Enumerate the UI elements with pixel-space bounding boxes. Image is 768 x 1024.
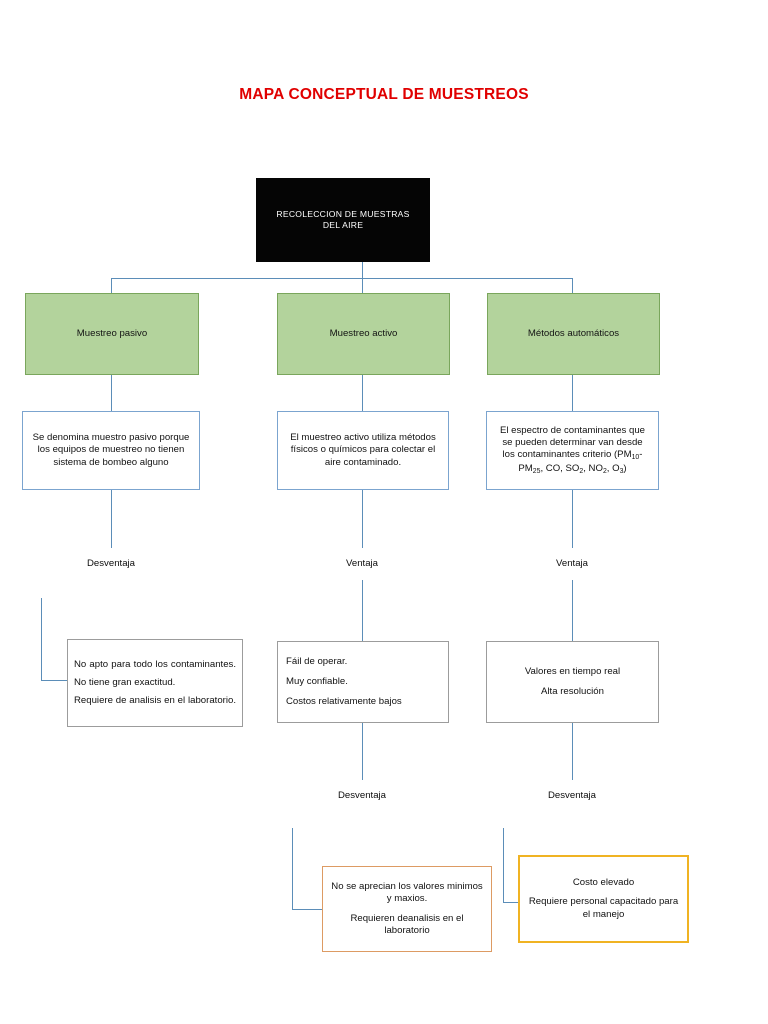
node-branch-2-description: El muestreo activo utiliza métodos físic…: [277, 411, 449, 490]
connector-label-2-to-detail: [362, 580, 364, 641]
detail-item: Costos relativamente bajos: [286, 696, 402, 708]
root-line-1: RECOLECCION DE MUESTRAS: [276, 209, 410, 220]
page-title: MAPA CONCEPTUAL DE MUESTREOS: [239, 86, 529, 103]
branch-3-description-formula: (PM10-PM25, CO, SO2, NO2, O3): [518, 448, 643, 475]
label-branch-3-row2: Desventaja: [548, 790, 596, 801]
node-branch-1-detail-1: No apto para todo los contaminantes. No …: [67, 639, 243, 727]
node-branch-1-description: Se denomina muestro pasivo porque los eq…: [22, 411, 200, 490]
node-branch-3-title: Métodos automáticos: [487, 293, 660, 375]
branch-2-detail-2-list: No se aprecian los valores minimos y max…: [323, 881, 491, 936]
detail-item: Requieren deanalisis en el laboratorio: [350, 912, 464, 936]
branch-3-name: Métodos automáticos: [527, 327, 620, 339]
connector-branch-bar: [111, 278, 573, 280]
detail-item: Requiere personal capacitado para el man…: [528, 896, 679, 920]
branch-3-detail-2-list: Costo elevado Requiere personal capacita…: [520, 877, 687, 920]
branch-3-detail-1-list: Valores en tiempo real Alta resolución: [487, 666, 658, 697]
detail-item: No tiene gran exactitud.: [74, 676, 176, 688]
connector-branch-3-to-desc: [572, 375, 574, 411]
branch-2-name: Muestreo activo: [329, 327, 398, 339]
detail-item: Costo elevado: [572, 877, 635, 889]
connector-root-stub: [362, 262, 364, 279]
connector-drop-branch-3: [572, 278, 574, 294]
node-branch-1-title: Muestreo pasivo: [25, 293, 199, 375]
branch-1-name: Muestreo pasivo: [76, 327, 148, 339]
connector-label2-2-elbow-horizontal: [292, 909, 322, 911]
detail-item: Fáil de operar.: [286, 655, 348, 667]
node-branch-2-detail-1: Fáil de operar. Muy confiable. Costos re…: [277, 641, 449, 723]
connector-label2-2-elbow-vertical: [292, 828, 294, 910]
connector-drop-branch-2: [362, 278, 364, 294]
branch-1-detail-1-list: No apto para todo los contaminantes. No …: [68, 659, 242, 707]
node-branch-2-detail-2: No se aprecian los valores minimos y max…: [322, 866, 492, 952]
detail-item: Muy confiable.: [286, 675, 348, 687]
connector-desc-3-to-label: [572, 490, 574, 548]
connector-detail-2-to-label2: [362, 723, 364, 780]
label-branch-1-row1: Desventaja: [87, 558, 135, 569]
connector-label2-3-elbow-vertical: [503, 828, 505, 903]
connector-branch-2-to-desc: [362, 375, 364, 411]
node-root: RECOLECCION DE MUESTRAS DEL AIRE: [256, 178, 430, 262]
node-branch-3-description: El espectro de contaminantes que se pued…: [486, 411, 659, 490]
branch-2-detail-1-list: Fáil de operar. Muy confiable. Costos re…: [278, 656, 448, 708]
node-branch-2-title: Muestreo activo: [277, 293, 450, 375]
detail-item: Alta resolución: [541, 685, 604, 697]
detail-item: No se aprecian los valores minimos y max…: [331, 881, 483, 905]
branch-3-description-text: El espectro de contaminantes que se pued…: [499, 424, 646, 460]
detail-item: No apto para todo los contaminantes.: [74, 658, 236, 670]
connector-label2-3-elbow-horizontal: [503, 902, 520, 904]
branch-1-description-text: Se denomina muestro pasivo porque los eq…: [32, 432, 190, 468]
connector-drop-branch-1: [111, 278, 113, 294]
connector-desc-2-to-label: [362, 490, 364, 548]
connector-label-1-elbow-vertical: [41, 598, 43, 681]
connector-label-3-to-detail: [572, 580, 574, 641]
label-branch-3-row1: Ventaja: [555, 558, 588, 569]
branch-2-description-text: El muestreo activo utiliza métodos físic…: [290, 432, 436, 468]
label-branch-2-row2: Desventaja: [338, 790, 386, 801]
root-line-2: DEL AIRE: [322, 220, 364, 230]
node-branch-3-detail-1: Valores en tiempo real Alta resolución: [486, 641, 659, 723]
connector-desc-1-to-label: [111, 490, 113, 548]
node-branch-3-detail-2: Costo elevado Requiere personal capacita…: [518, 855, 689, 943]
detail-item: Requiere de analisis en el laboratorio.: [74, 695, 236, 707]
connector-branch-1-to-desc: [111, 375, 113, 411]
label-branch-2-row1: Ventaja: [345, 558, 378, 569]
detail-item: Valores en tiempo real: [524, 666, 621, 678]
connector-label-1-elbow-horizontal: [41, 680, 68, 682]
connector-detail-3-to-label2: [572, 723, 574, 780]
